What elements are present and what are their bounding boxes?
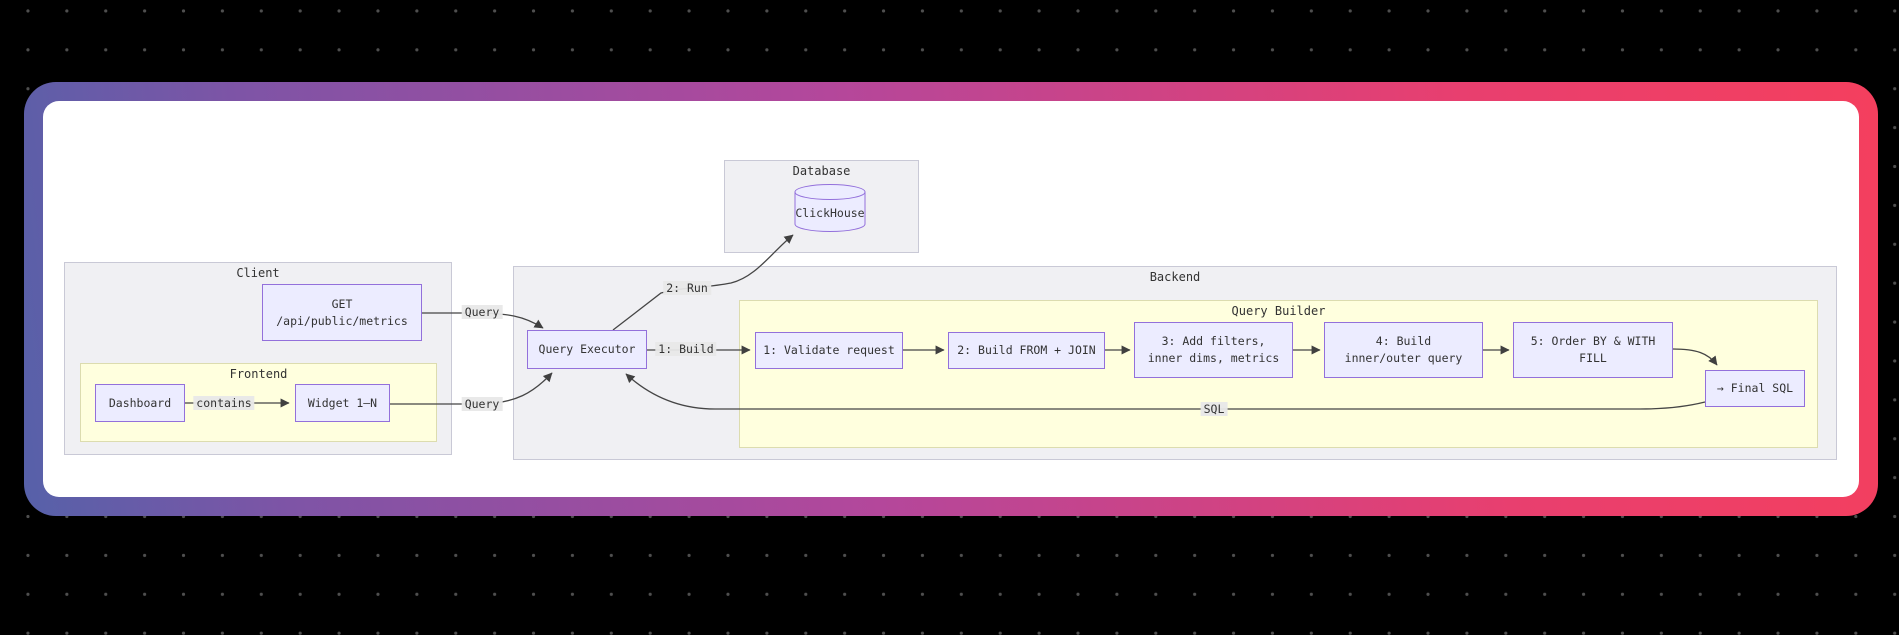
- node-step3-line1: 3: Add filters,: [1161, 334, 1266, 348]
- edge-label-run: 2: Run: [663, 281, 711, 295]
- node-widget: Widget 1–N: [295, 384, 390, 422]
- node-final-sql: → Final SQL: [1705, 370, 1805, 407]
- node-dashboard-label: Dashboard: [108, 395, 172, 410]
- edge-label-sql: SQL: [1200, 402, 1228, 416]
- edge-label-query-from-get: Query: [461, 305, 503, 319]
- node-step1: 1: Validate request: [755, 332, 903, 369]
- node-step5-line1: 5: Order BY & WITH: [1530, 334, 1656, 348]
- node-clickhouse: ClickHouse: [794, 183, 866, 233]
- cluster-frontend-label: Frontend: [229, 367, 288, 381]
- node-step2: 2: Build FROM + JOIN: [948, 332, 1105, 369]
- edge-label-query-from-widget: Query: [461, 397, 503, 411]
- cylinder-icon: [794, 184, 866, 232]
- node-widget-label: Widget 1–N: [307, 395, 378, 410]
- node-final-sql-label: → Final SQL: [1716, 381, 1794, 395]
- node-step4-line2: inner/outer query: [1344, 351, 1463, 365]
- cluster-query-builder-label: Query Builder: [1231, 304, 1326, 318]
- node-get-endpoint-line1: GET: [331, 296, 353, 311]
- node-step3-line2: inner dims, metrics: [1147, 351, 1280, 365]
- node-clickhouse-label: ClickHouse: [795, 206, 865, 220]
- node-query-executor: Query Executor: [527, 330, 647, 369]
- node-get-endpoint: GET /api/public/metrics: [262, 284, 422, 341]
- node-step1-label: 1: Validate request: [763, 343, 895, 357]
- node-get-endpoint-line2: /api/public/metrics: [276, 313, 408, 328]
- node-step5-line2: FILL: [1579, 351, 1607, 365]
- node-query-executor-label: Query Executor: [538, 342, 636, 356]
- edge-label-contains: contains: [193, 396, 255, 410]
- node-step4: 4: Build inner/outer query: [1324, 322, 1483, 378]
- edge-label-build: 1: Build: [655, 342, 717, 356]
- node-step2-label: 2: Build FROM + JOIN: [957, 343, 1096, 357]
- node-step5: 5: Order BY & WITH FILL: [1513, 322, 1673, 378]
- node-step3: 3: Add filters, inner dims, metrics: [1134, 322, 1293, 378]
- cluster-client-label: Client: [236, 266, 280, 280]
- node-step4-line1: 4: Build: [1375, 334, 1432, 348]
- node-dashboard: Dashboard: [95, 384, 185, 422]
- cluster-backend-label: Backend: [1149, 270, 1201, 284]
- cluster-database-label: Database: [792, 164, 851, 178]
